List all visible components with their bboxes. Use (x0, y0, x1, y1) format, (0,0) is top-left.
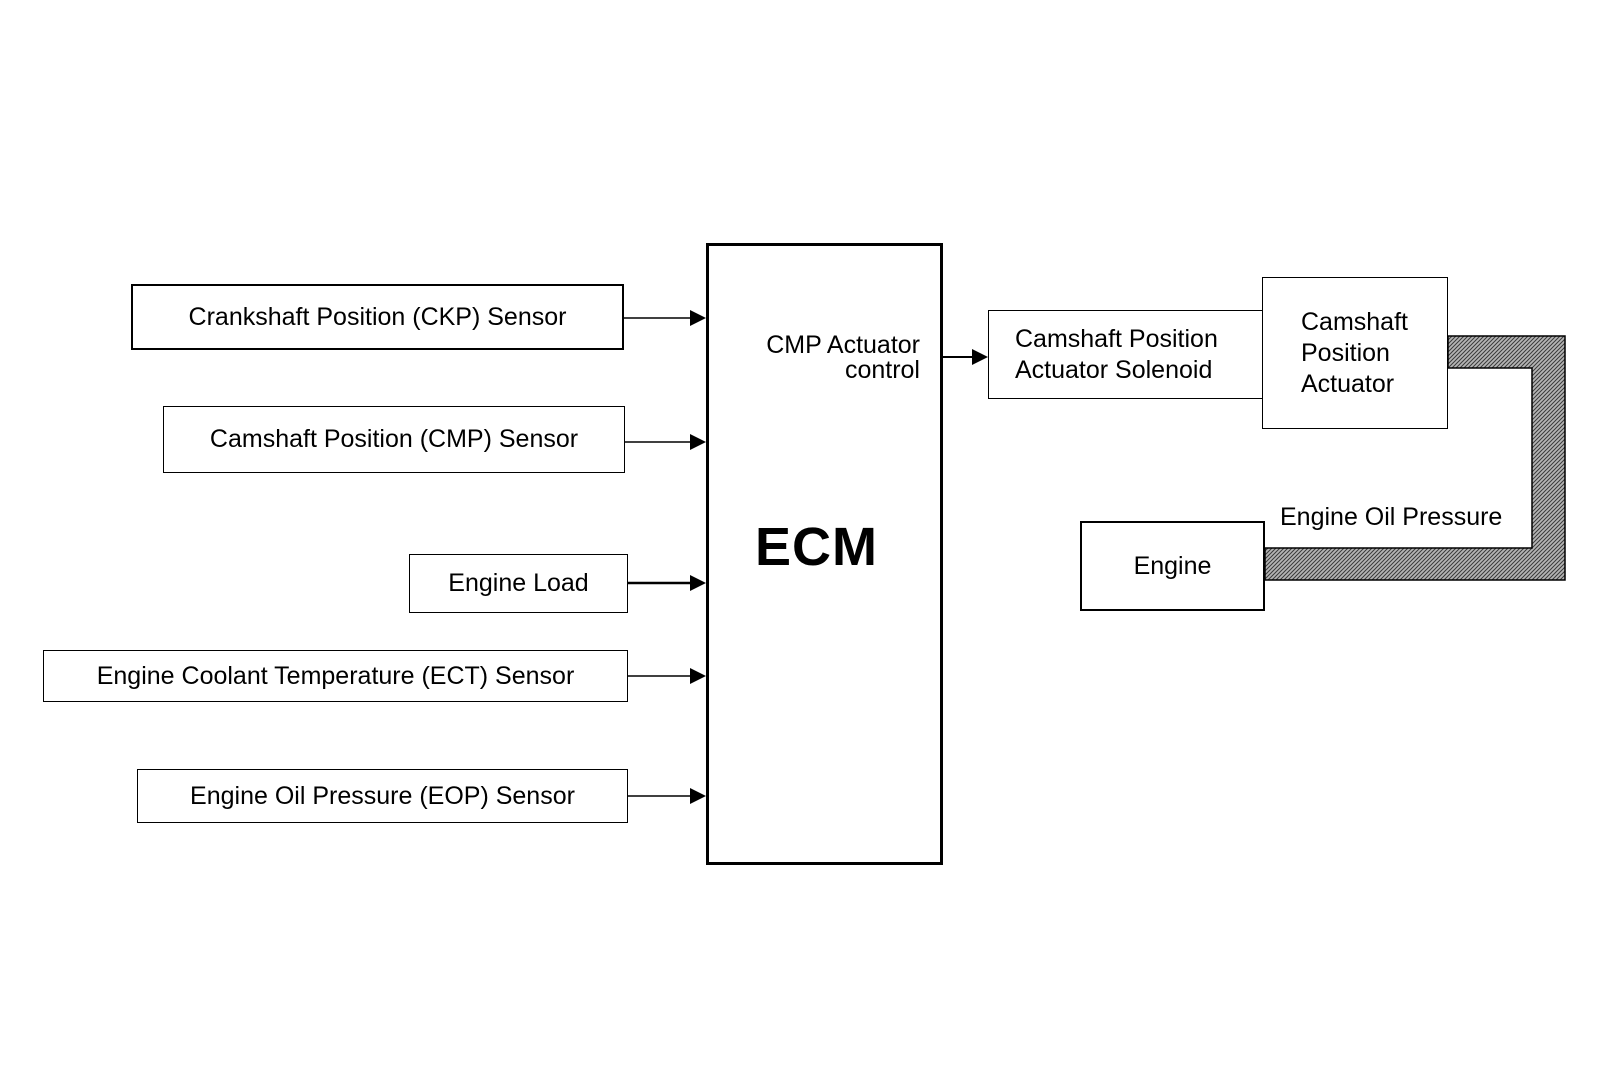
engine-load-label: Engine Load (448, 569, 589, 597)
cmp-actuator-control-label: CMP Actuator control (735, 333, 920, 383)
solenoid-label-line1: Camshaft Position (1015, 324, 1218, 353)
ect-sensor-label: Engine Coolant Temperature (ECT) Sensor (96, 661, 575, 690)
solenoid-label-line2: Actuator Solenoid (1015, 355, 1213, 384)
cmp-arrow (625, 434, 706, 450)
ect-arrow (628, 668, 706, 684)
cmp-actuator-control-line1: CMP Actuator (766, 331, 920, 359)
cmp-actuator-control-line2: control (844, 356, 920, 384)
actuator-label-line2: Position (1301, 338, 1390, 367)
eop-sensor-label: Engine Oil Pressure (EOP) Sensor (190, 781, 575, 810)
ckp-sensor-box: Crankshaft Position (CKP) Sensor (131, 284, 624, 350)
engine-load-arrow (628, 575, 706, 591)
engine-label: Engine (1133, 551, 1212, 580)
actuator-label-line3: Actuator (1301, 369, 1395, 398)
cmp-actuator-control-arrow (943, 349, 988, 365)
ecm-title: ECM (755, 517, 878, 577)
eop-arrow (628, 788, 706, 804)
ect-sensor-box: Engine Coolant Temperature (ECT) Sensor (43, 650, 628, 702)
cmp-actuator-solenoid-box: Camshaft Position Actuator Solenoid (988, 310, 1264, 399)
ecm-box (706, 243, 943, 865)
ckp-sensor-label: Crankshaft Position (CKP) Sensor (188, 302, 567, 331)
engine-box: Engine (1080, 521, 1265, 611)
cmp-sensor-label: Camshaft Position (CMP) Sensor (209, 425, 579, 453)
ckp-arrow (624, 310, 706, 326)
eop-sensor-box: Engine Oil Pressure (EOP) Sensor (137, 769, 628, 823)
camshaft-position-actuator-box: Camshaft Position Actuator (1262, 277, 1448, 429)
engine-load-box: Engine Load (409, 554, 628, 613)
oil-passage (1264, 335, 1566, 581)
cmp-sensor-box: Camshaft Position (CMP) Sensor (163, 406, 625, 473)
engine-oil-pressure-label: Engine Oil Pressure (1280, 503, 1503, 531)
actuator-label-line1: Camshaft (1301, 307, 1408, 336)
